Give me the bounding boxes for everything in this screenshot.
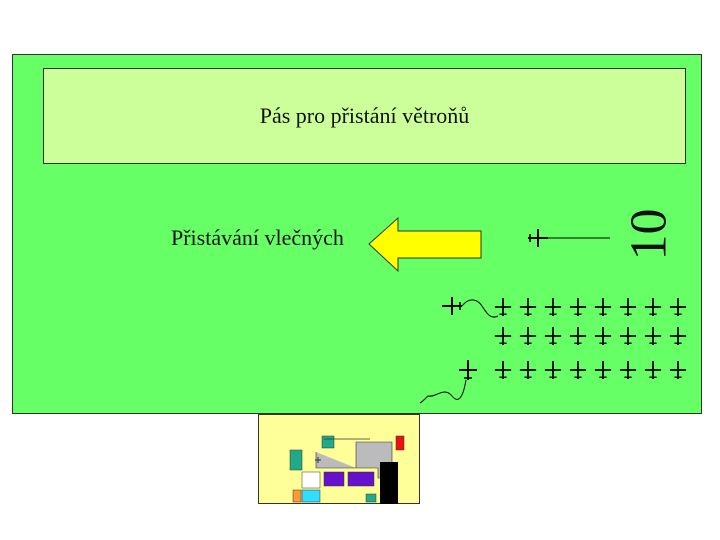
glider-landing-strip: Pás pro přistání větroňů: [43, 68, 686, 164]
glider-strip-label: Pás pro přistání větroňů: [259, 103, 470, 128]
tow-landing-label: Přistávání vlečných: [171, 225, 344, 250]
apron-area: [258, 414, 420, 504]
runway-number: 10: [620, 208, 678, 261]
airfield: Pás pro přistání větroňů Přistávání vleč…: [12, 54, 702, 414]
